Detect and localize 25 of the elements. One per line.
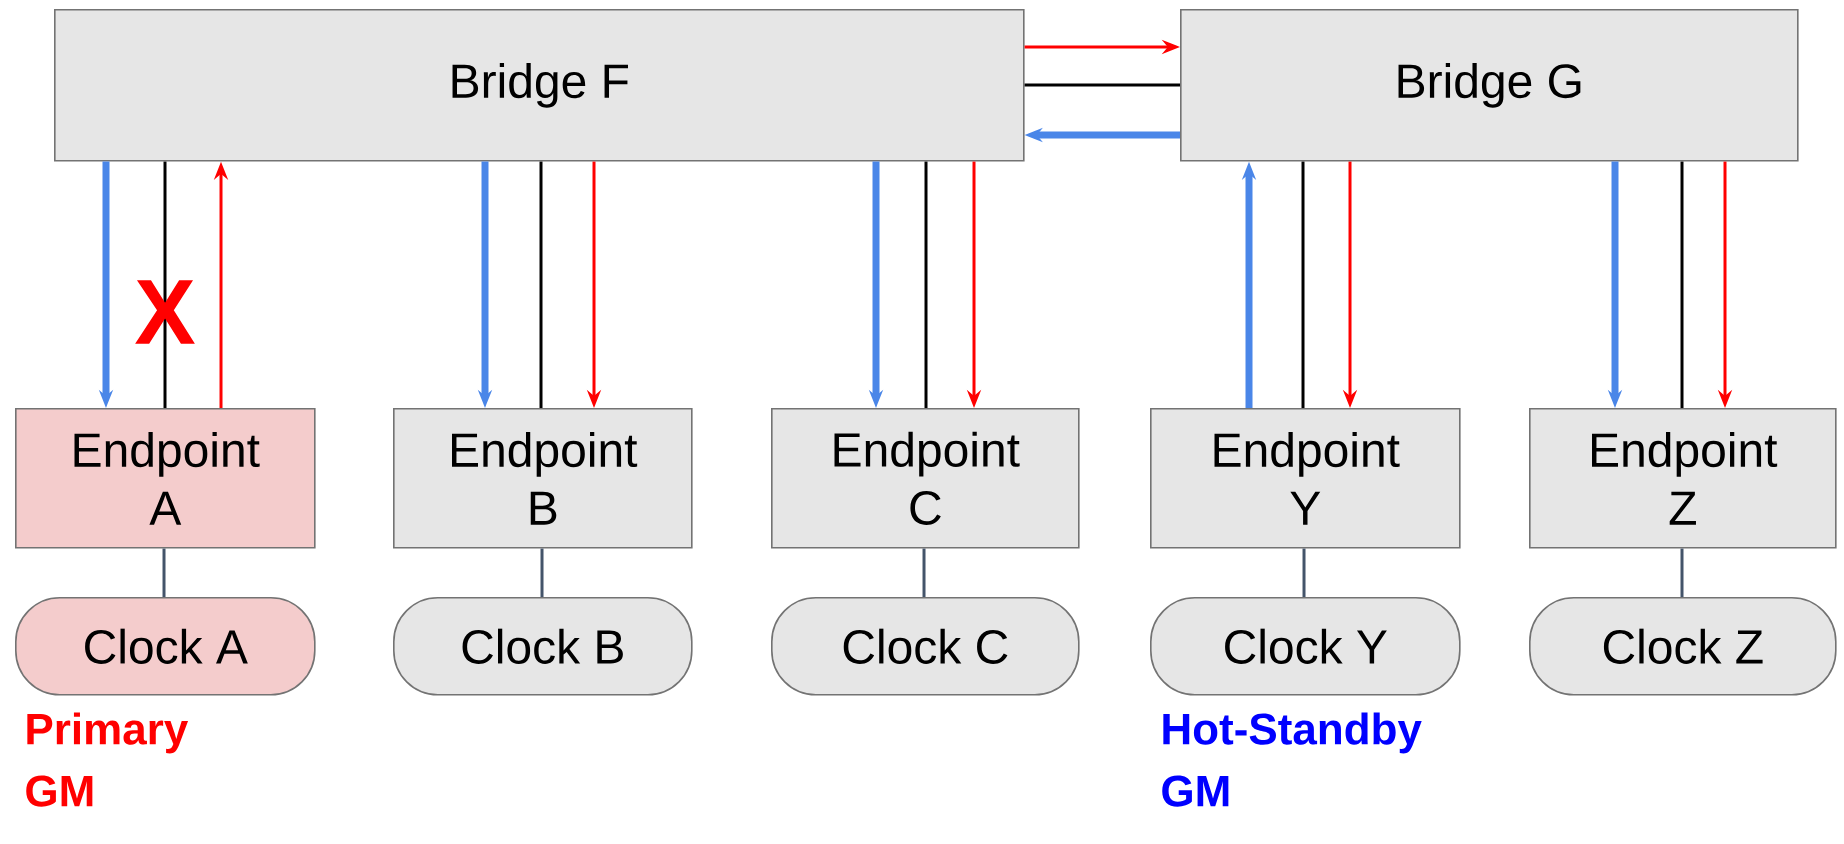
link-line <box>1680 161 1684 408</box>
link-line <box>924 161 928 408</box>
endpoint-box: Endpoint A <box>15 408 316 549</box>
clock-box: Clock B <box>393 597 693 696</box>
clock-box: Clock C <box>771 597 1080 696</box>
link-line <box>539 161 543 408</box>
link-line <box>1024 83 1180 87</box>
link-line <box>1301 161 1305 408</box>
link-line <box>1302 548 1306 597</box>
bridge-box: Bridge G <box>1180 9 1799 162</box>
endpoint-box: Endpoint B <box>393 408 693 549</box>
bridge-box: Bridge F <box>54 9 1025 162</box>
clock-box: Clock Y <box>1150 597 1461 696</box>
link-line <box>922 548 926 597</box>
endpoint-box: Endpoint Z <box>1529 408 1837 549</box>
endpoint-box: Endpoint C <box>771 408 1080 549</box>
role-label: Primary GM <box>26 712 189 807</box>
link-line <box>540 548 544 597</box>
role-label: Hot-Standby GM <box>1162 712 1422 807</box>
link-line <box>162 548 166 597</box>
endpoint-box: Endpoint Y <box>1150 408 1461 549</box>
link-line <box>1680 548 1684 597</box>
link-line <box>163 161 167 408</box>
clock-box: Clock A <box>15 597 316 696</box>
clock-box: Clock Z <box>1529 597 1837 696</box>
